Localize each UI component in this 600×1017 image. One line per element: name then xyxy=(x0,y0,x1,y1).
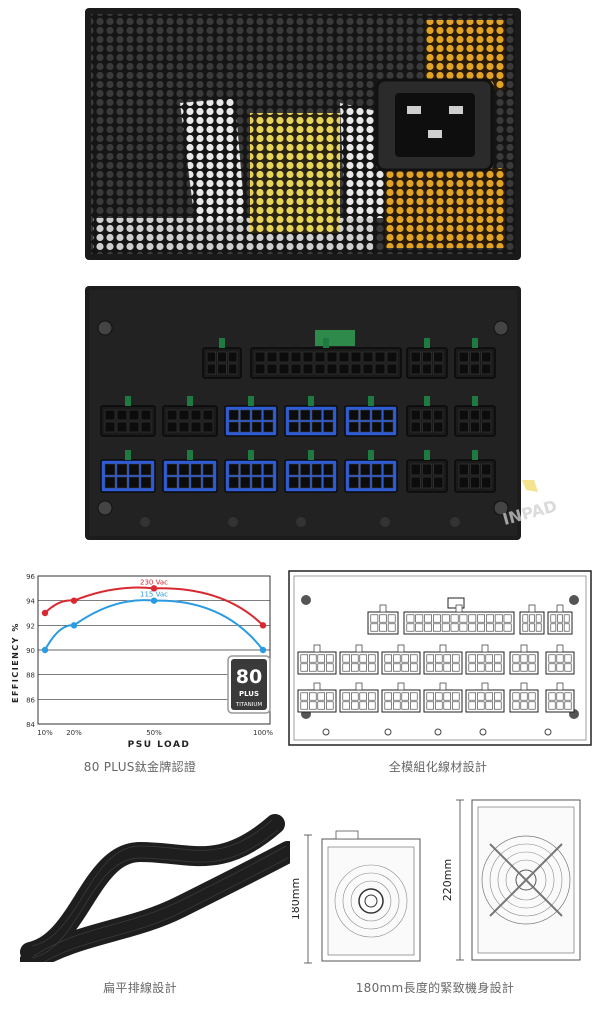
diagram-connector xyxy=(339,682,379,713)
diagram-connector xyxy=(297,644,337,675)
diagram-connector xyxy=(381,644,421,675)
modular-connector xyxy=(100,450,156,493)
modular-connector xyxy=(406,338,448,379)
dimension-180mm: 180mm xyxy=(292,878,302,920)
modular-connector xyxy=(162,450,218,493)
chart-data-point xyxy=(41,609,49,617)
chart-x-tick-label: 10% xyxy=(37,729,53,737)
chart-y-tick-label: 84 xyxy=(26,721,35,729)
efficiency-chart: 84 86 88 90 92 94 96 10% 20% 50% 100% 230 Vac 115 V… xyxy=(8,568,278,752)
diagram-connector xyxy=(297,682,337,713)
modular-connector xyxy=(344,450,398,493)
diagram-connector xyxy=(509,682,539,713)
modular-connector xyxy=(284,396,338,437)
watermark-text: INPAD xyxy=(501,496,559,526)
chart-x-axis-label: PSU LOAD xyxy=(128,740,191,750)
diagram-connector xyxy=(423,644,463,675)
80-plus-titanium-badge: 80 PLUS TITANIUM xyxy=(227,655,271,714)
dimension-drawing: 180mm 220mm xyxy=(289,795,592,970)
modular-connector xyxy=(100,396,156,437)
diagram-connector xyxy=(367,604,399,635)
diagram-connector xyxy=(545,644,575,675)
chart-series-line xyxy=(44,586,264,627)
chart-data-point xyxy=(150,597,158,604)
modular-connector xyxy=(162,396,218,437)
diagram-connector xyxy=(465,644,505,675)
diagram-connector xyxy=(423,682,463,713)
chart-data-point xyxy=(259,646,267,654)
flat-cable-photo xyxy=(19,812,299,973)
modular-connector xyxy=(224,396,278,437)
chart-series-label: 115 Vac xyxy=(140,591,168,599)
caption-modular: 全模組化線材設計 xyxy=(388,760,488,774)
diagram-connector xyxy=(509,644,539,675)
modular-connector xyxy=(344,396,398,437)
chart-data-point xyxy=(41,646,49,654)
chart-data-point xyxy=(259,622,267,629)
diagram-connector xyxy=(519,604,545,635)
caption-flat-cable: 扁平排線設計 xyxy=(103,981,177,995)
chart-data-point xyxy=(70,597,78,604)
chart-y-tick-label: 94 xyxy=(26,598,35,606)
modular-connector xyxy=(250,338,402,379)
chart-y-tick-label: 92 xyxy=(26,622,35,630)
chart-y-tick-label: 90 xyxy=(26,647,35,655)
modular-connector xyxy=(284,450,338,493)
badge-number: 80 xyxy=(236,666,262,688)
modular-panel-diagram xyxy=(288,570,592,746)
chart-data-point xyxy=(150,585,158,592)
chart-series-line xyxy=(44,599,264,651)
modular-connector xyxy=(406,450,448,493)
badge-tier: TITANIUM xyxy=(235,702,262,708)
diagram-connector xyxy=(545,682,575,713)
chart-y-axis-label: EFFICIENCY % xyxy=(11,622,20,703)
chart-y-tick-label: 96 xyxy=(26,573,35,581)
chart-x-tick-label: 50% xyxy=(146,729,162,737)
caption-compact-size: 180mm長度的緊致機身設計 xyxy=(355,981,515,995)
chart-y-tick-label: 88 xyxy=(26,672,35,680)
chart-x-tick-label: 20% xyxy=(66,729,82,737)
diagram-connector xyxy=(381,682,421,713)
modular-connector xyxy=(454,396,496,437)
modular-connector xyxy=(224,450,278,493)
modular-connector xyxy=(454,450,496,493)
chart-y-tick-label: 86 xyxy=(26,696,35,704)
diagram-connector xyxy=(403,604,515,635)
chart-data-point xyxy=(70,622,78,629)
diagram-connector xyxy=(339,644,379,675)
modular-panel-photo xyxy=(85,286,521,540)
dimension-220mm: 220mm xyxy=(441,859,454,901)
chart-x-tick-label: 100% xyxy=(253,729,273,737)
diagram-connector xyxy=(465,682,505,713)
psu-rear-photo xyxy=(85,8,521,260)
badge-plus: PLUS xyxy=(239,690,259,698)
caption-80plus: 80 PLUS鈦金牌認證 xyxy=(83,760,197,774)
chart-series-label: 230 Vac xyxy=(140,578,168,586)
modular-connector xyxy=(454,338,496,379)
diagram-connector xyxy=(547,604,573,635)
modular-connector xyxy=(202,338,242,379)
modular-connector xyxy=(406,396,448,437)
watermark-logo: INPAD xyxy=(498,476,578,529)
